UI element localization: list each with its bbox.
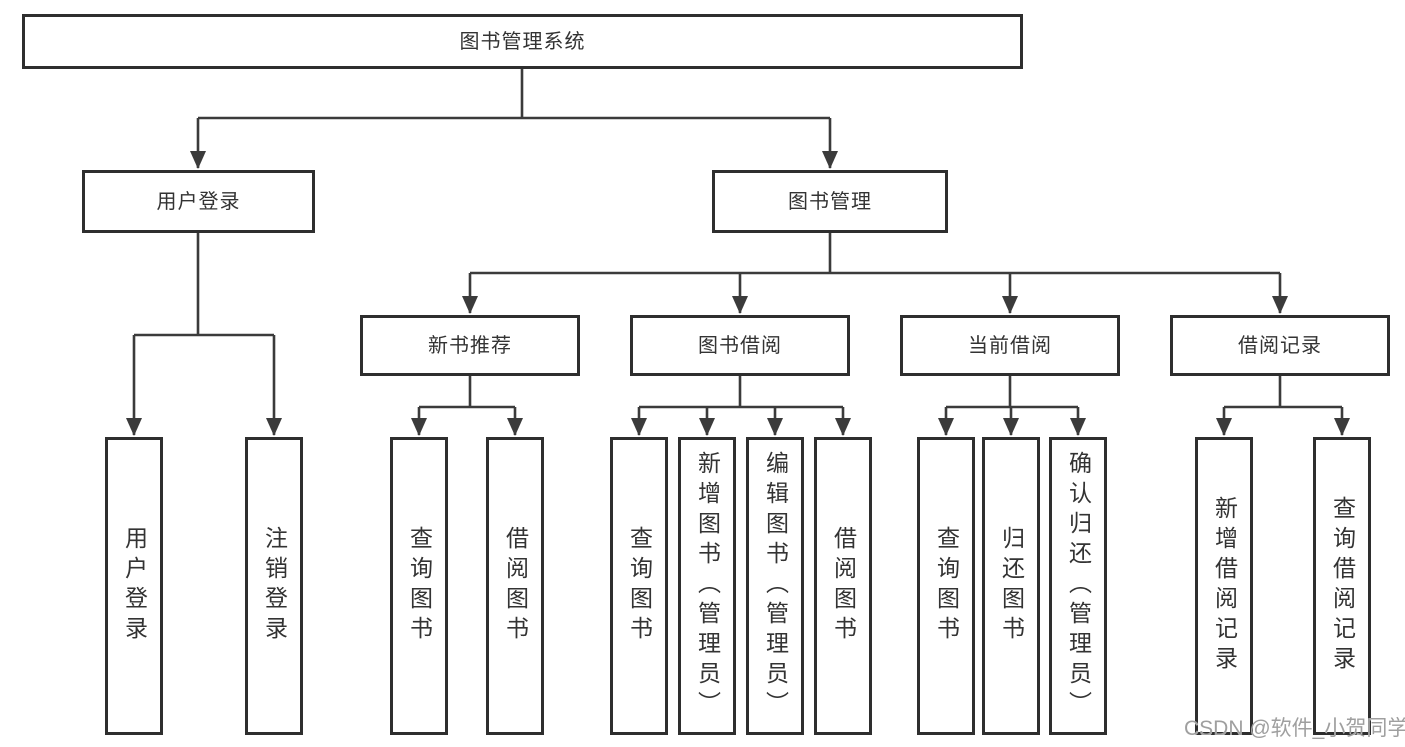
leaf-bb-add-books-admin: 新增图书（管理员）	[678, 437, 736, 735]
node-user-login: 用户登录	[82, 170, 315, 233]
watermark: CSDN @软件_小贺同学	[1184, 717, 1405, 740]
leaf-br-add-record: 新增借阅记录	[1195, 437, 1253, 735]
leaf-cb-confirm-return-admin: 确认归还（管理员）	[1049, 437, 1107, 735]
node-borrowing-records: 借阅记录	[1170, 315, 1390, 376]
leaf-bb-query-books-label: 查询图书	[626, 526, 653, 646]
leaf-user-login-label: 用户登录	[121, 526, 148, 646]
leaf-br-query-record-label: 查询借阅记录	[1329, 496, 1356, 676]
leaf-bb-edit-books-admin: 编辑图书（管理员）	[746, 437, 804, 735]
node-root-library-management-system: 图书管理系统	[22, 14, 1023, 69]
leaf-bb-borrow-books: 借阅图书	[814, 437, 872, 735]
node-book-borrowing: 图书借阅	[630, 315, 850, 376]
leaf-bb-edit-books-admin-label: 编辑图书（管理员）	[762, 451, 789, 721]
leaf-br-query-record: 查询借阅记录	[1313, 437, 1371, 735]
leaf-user-login: 用户登录	[105, 437, 163, 735]
leaf-cb-return-books-label: 归还图书	[998, 526, 1025, 646]
node-current-borrowing: 当前借阅	[900, 315, 1120, 376]
leaf-bb-query-books: 查询图书	[610, 437, 668, 735]
leaf-nb-query-books: 查询图书	[390, 437, 448, 735]
leaf-cb-confirm-return-admin-label: 确认归还（管理员）	[1065, 451, 1092, 721]
leaf-bb-borrow-books-label: 借阅图书	[830, 526, 857, 646]
leaf-cb-query-books: 查询图书	[917, 437, 975, 735]
leaf-nb-borrow-books: 借阅图书	[486, 437, 544, 735]
leaf-logout-label: 注销登录	[261, 526, 288, 646]
node-new-book-recommendation: 新书推荐	[360, 315, 580, 376]
leaf-br-add-record-label: 新增借阅记录	[1211, 496, 1238, 676]
leaf-nb-query-books-label: 查询图书	[406, 526, 433, 646]
node-book-management: 图书管理	[712, 170, 948, 233]
leaf-cb-return-books: 归还图书	[982, 437, 1040, 735]
leaf-nb-borrow-books-label: 借阅图书	[502, 526, 529, 646]
leaf-bb-add-books-admin-label: 新增图书（管理员）	[694, 451, 721, 721]
leaf-cb-query-books-label: 查询图书	[933, 526, 960, 646]
leaf-logout: 注销登录	[245, 437, 303, 735]
